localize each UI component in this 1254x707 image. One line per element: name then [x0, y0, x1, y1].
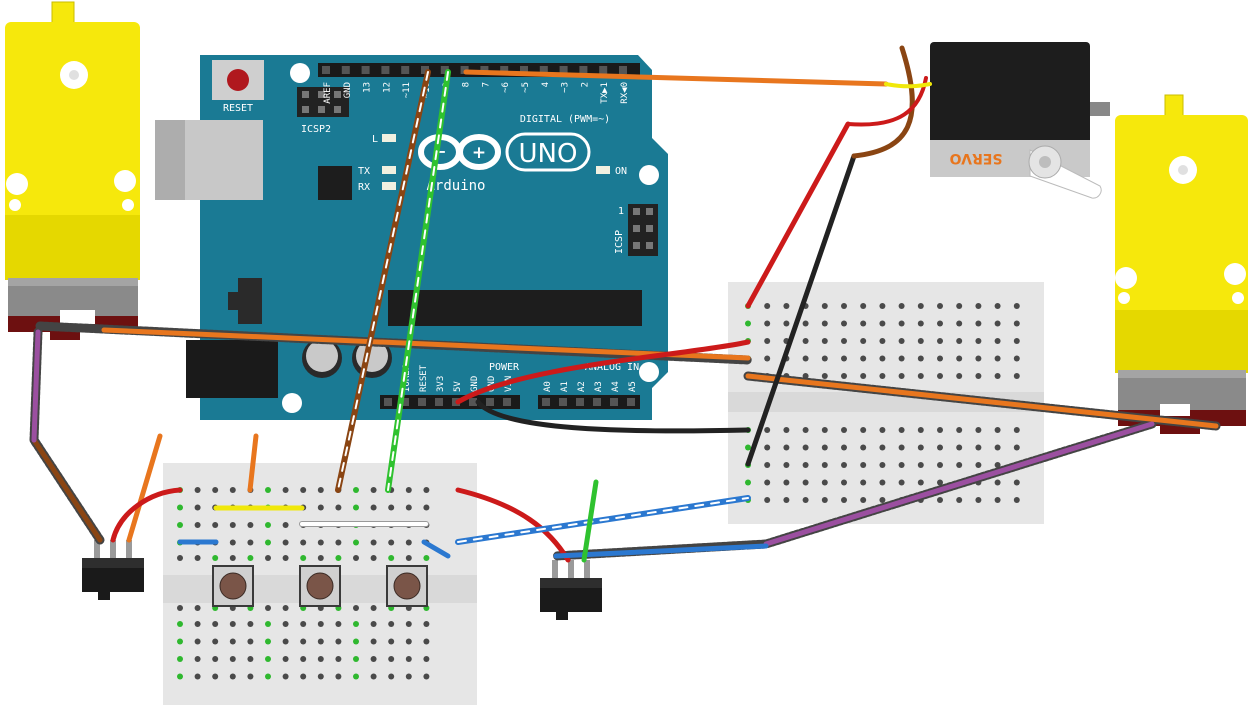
led-l-label: L: [372, 134, 378, 145]
voltage-regulator: [238, 278, 262, 324]
digital-pin-label: 2: [580, 82, 590, 87]
analog-pin-label: A0: [543, 381, 553, 392]
analog-pin-label: A3: [594, 381, 604, 392]
analog-pin-label: A5: [628, 381, 638, 392]
analog-pin-label: A2: [577, 381, 587, 392]
usb-chip: [318, 166, 352, 200]
servo-lead-red: [846, 76, 928, 127]
analog-pin-label: A1: [560, 381, 570, 392]
wire-orange-servo-signal: [463, 69, 889, 87]
wire-orange-motor-right: [745, 373, 1219, 429]
digital-pin-label: ~5: [521, 82, 531, 93]
wire-brown-motor-left: [31, 437, 103, 543]
digital-pin-label: GND: [343, 82, 353, 98]
wire-black-gnd: [475, 399, 751, 434]
led-tx-label: TX: [358, 166, 370, 177]
servo-label: SERVO: [949, 150, 1002, 166]
power-pin-label: GND: [487, 376, 497, 392]
digital-pin-label: TX▶1: [600, 82, 610, 104]
wire-orange-motor-left: [101, 327, 751, 361]
analog-header: [538, 395, 640, 409]
digital-pin-label: ~6: [501, 82, 511, 93]
digital-pin-label: RX◀0: [620, 82, 630, 104]
reset-label: RESET: [223, 103, 253, 114]
digital-pin-label: AREF: [323, 82, 333, 104]
atmega-chip: [388, 290, 642, 326]
icsp-pin1-label: 1: [618, 206, 624, 217]
wire-red-switch-right: [455, 487, 571, 563]
wire-red-5v: [455, 339, 751, 405]
push-button-3[interactable]: [386, 565, 428, 607]
arduino-uno-board: RESET ICSP2 L TX RX ON − +: [155, 55, 668, 420]
uno-logo-text: UNO: [519, 139, 578, 169]
wire-black-servo-gnd: [745, 153, 857, 467]
slide-switch-right[interactable]: [540, 560, 602, 620]
servo-lead-brown: [851, 45, 915, 159]
digital-pin-label: 4: [541, 82, 551, 87]
arduino-brand-text: Arduino: [426, 178, 485, 194]
wires: [29, 45, 1221, 563]
power-pin-label: GND: [470, 376, 480, 392]
power-pin-label: 3V3: [436, 376, 446, 392]
led-on-label: ON: [615, 166, 627, 177]
digital-pin-label: ~3: [561, 82, 571, 93]
digital-pin-label: ~11: [402, 82, 412, 98]
wire-purple-motor-right: [763, 421, 1155, 547]
push-button-2[interactable]: [299, 565, 341, 607]
dc-motor-left: [5, 1, 140, 340]
wire-red-switch-left: [110, 487, 183, 543]
wire-orange-switch-left: [126, 433, 163, 543]
power-pin-label: RESET: [419, 364, 429, 392]
wire-blue-short-diag: [421, 539, 451, 559]
led-rx-label: RX: [358, 182, 370, 193]
analog-label: ANALOG IN: [585, 362, 639, 373]
wire-blue-right-switch: [553, 543, 769, 559]
digital-pin-label: 12: [382, 82, 392, 93]
slide-switch-left[interactable]: [82, 540, 144, 600]
wire-green-switch-right: [581, 479, 599, 563]
icsp-label: ICSP: [614, 230, 625, 254]
servo-motor: SERVO: [930, 42, 1110, 199]
analog-pin-label: A4: [611, 381, 621, 392]
dc-motor-right: [1115, 94, 1248, 434]
dc-power-jack: [186, 340, 278, 398]
icsp2-label: ICSP2: [301, 124, 331, 135]
svg-text:+: +: [472, 143, 486, 163]
wire-orange-short: [247, 433, 259, 493]
push-button-1[interactable]: [212, 565, 254, 607]
digital-pin-label: 7: [481, 82, 491, 87]
digital-label: DIGITAL (PWM=~): [520, 114, 610, 125]
digital-pin-label: 8: [462, 82, 472, 87]
power-label: POWER: [489, 362, 520, 373]
servo-lead-yellow: [884, 82, 932, 89]
wire-purple-motor-left: [31, 329, 41, 443]
power-pin-label: 5V: [453, 381, 463, 392]
wire-red-servo-power: [745, 121, 851, 309]
digital-pin-label: 13: [363, 82, 373, 93]
